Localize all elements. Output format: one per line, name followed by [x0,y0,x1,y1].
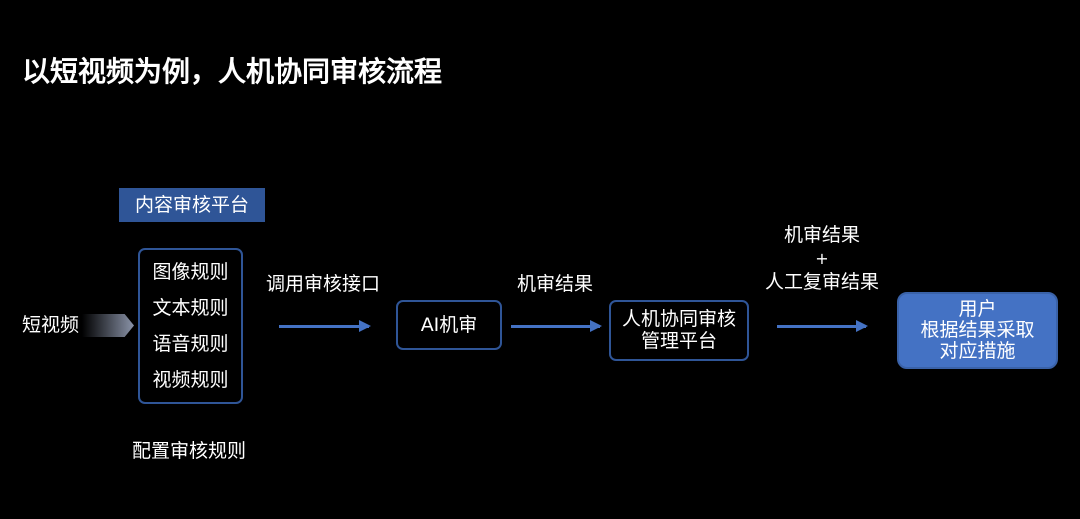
rule-item: 语音规则 [152,332,229,355]
gradient-arrow-icon [82,314,134,337]
user-box: 用户 根据结果采取 对应措施 [897,292,1058,369]
arrow-icon [777,320,868,332]
edge-label-line: 人工复审结果 [764,271,880,293]
input-label: 短视频 [22,314,80,336]
user-box-line: 用户 [958,298,997,320]
user-box-line: 对应措施 [939,340,1016,362]
review-platform-line: 人机协同审核 [621,308,736,330]
arrow-icon [511,320,602,332]
ai-review-label: AI机审 [420,313,478,336]
edge-label-combined: 机审结果 + 人工复审结果 [765,226,879,292]
ai-review-box: AI机审 [396,300,502,350]
user-box-line: 根据结果采取 [920,319,1035,341]
page-title: 以短视频为例，人机协同审核流程 [22,55,443,88]
edge-label-line: 机审结果 [783,224,861,246]
platform-label: 内容审核平台 [119,188,265,222]
edge-label-ai-result: 机审结果 [516,273,594,295]
rule-item: 图像规则 [152,260,229,283]
rules-caption: 配置审核规则 [131,440,247,462]
rules-box: 图像规则 文本规则 语音规则 视频规则 [138,248,243,404]
edge-label-api: 调用审核接口 [265,273,381,295]
rule-item: 文本规则 [152,296,229,319]
rule-item: 视频规则 [152,368,229,391]
review-platform-box: 人机协同审核 管理平台 [609,300,749,361]
edge-label-plus: + [815,249,829,268]
arrow-icon [279,320,371,332]
review-platform-line: 管理平台 [640,330,717,352]
